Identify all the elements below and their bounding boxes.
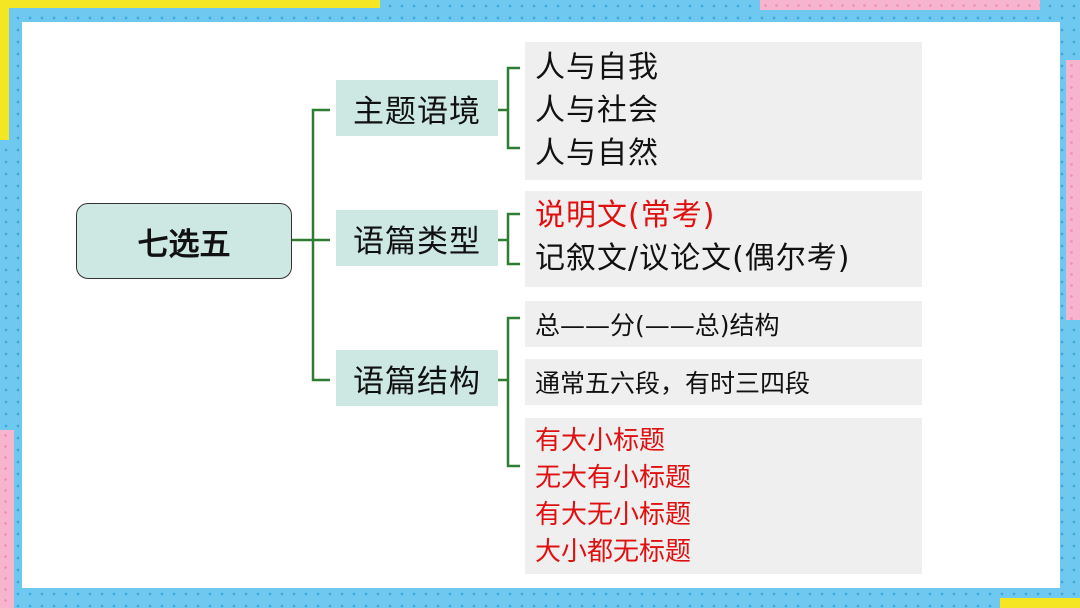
frame-accent-pink-right: [1066, 60, 1080, 320]
frame-accent-yellow-left: [0, 0, 9, 140]
context-line: 人与自我: [535, 50, 659, 85]
frame-accent-yellow-bottom: [1000, 598, 1080, 608]
frame-accent-pink-top: [760, 0, 1040, 10]
root-node: 七选五: [76, 203, 292, 279]
category-text-type: 语篇类型: [336, 210, 498, 266]
category-text-structure: 语篇结构: [336, 350, 498, 406]
context-box: 人与自我 人与社会 人与自然: [525, 42, 922, 180]
heading-line: 大小都无标题: [535, 537, 692, 567]
heading-line: 有大无小标题: [535, 500, 692, 530]
category-topic-context: 主题语境: [336, 80, 498, 136]
type-line-highlight: 说明文(常考): [535, 198, 716, 233]
structure-line: 总——分(——总)结构: [535, 311, 780, 340]
context-line: 人与自然: [535, 136, 659, 171]
heading-line: 无大有小标题: [535, 463, 692, 493]
frame-accent-pink-left: [0, 430, 14, 608]
heading-line: 有大小标题: [535, 426, 666, 456]
frame-accent-yellow-top: [0, 0, 380, 8]
structure-box-pattern: 总——分(——总)结构: [525, 301, 922, 347]
connector-structure: [506, 316, 520, 468]
structure-box-paragraphs: 通常五六段，有时三四段: [525, 359, 922, 405]
connector-type: [506, 212, 520, 266]
connector-root-categories: [311, 108, 330, 382]
type-box: 说明文(常考) 记叙文/议论文(偶尔考): [525, 191, 922, 287]
structure-box-headings: 有大小标题 无大有小标题 有大无小标题 大小都无标题: [525, 418, 922, 574]
connector-context: [506, 66, 520, 150]
context-line: 人与社会: [535, 93, 659, 128]
structure-line: 通常五六段，有时三四段: [535, 369, 811, 398]
type-line: 记叙文/议论文(偶尔考): [535, 241, 851, 276]
